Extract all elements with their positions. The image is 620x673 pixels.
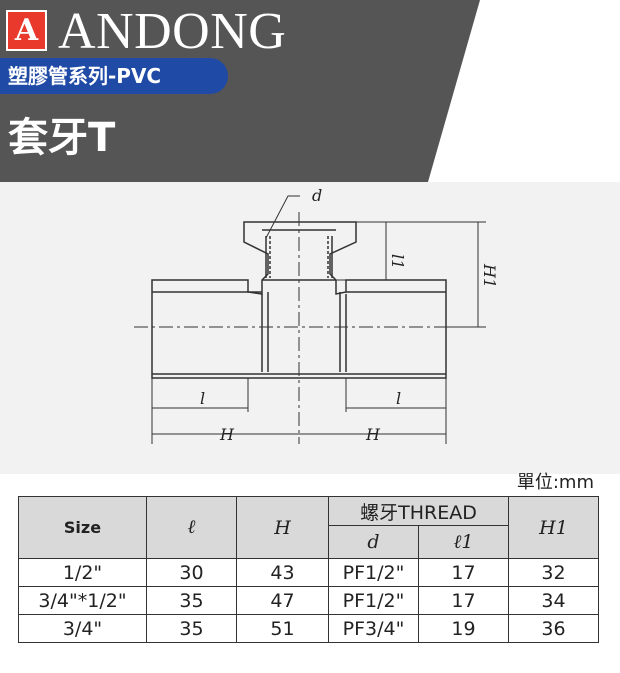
center-lines <box>134 212 476 444</box>
cell-H: 51 <box>236 614 329 643</box>
cell-l: 30 <box>146 558 237 587</box>
series-label: 塑膠管系列-PVC <box>8 64 162 88</box>
table-subheader-row: d ℓ1 <box>19 525 599 559</box>
header-size: Size <box>18 496 147 559</box>
brand-name: ANDONG <box>58 3 287 60</box>
label-H-left: H <box>219 425 235 444</box>
cell-d: PF1/2" <box>328 558 419 587</box>
label-l1: l1 <box>388 254 407 269</box>
cell-l1: 19 <box>417 614 510 643</box>
table-row: 3/4" 35 51 PF3/4" 19 36 <box>18 614 600 643</box>
header-H1: H1 <box>508 496 600 559</box>
cell-size: 3/4"*1/2" <box>18 586 147 615</box>
table-row: 3/4"*1/2" 35 47 PF1/2" 17 34 <box>18 586 600 615</box>
l-dimensions <box>151 378 447 444</box>
cell-H: 47 <box>236 586 329 615</box>
header-l1: ℓ1 <box>417 525 510 559</box>
cell-H1: 32 <box>508 558 600 587</box>
header-l: ℓ <box>146 496 237 559</box>
label-l-right: l <box>396 389 401 408</box>
label-H1: H1 <box>480 263 499 288</box>
product-title: 套牙T <box>8 115 116 161</box>
cell-H: 43 <box>236 558 329 587</box>
cell-d: PF1/2" <box>328 586 419 615</box>
header-thread: 螺牙THREAD <box>327 496 510 526</box>
unit-label: 單位:mm <box>516 472 594 493</box>
brand-logo: A <box>6 10 47 51</box>
cell-l: 35 <box>146 614 237 643</box>
table-header-row: Size ℓ H 螺牙THREAD H1 <box>18 496 600 559</box>
l1-dimension <box>336 221 392 281</box>
H1-dimension <box>356 221 486 328</box>
spec-table: Size ℓ H 螺牙THREAD H1 d ℓ1 1/2" 30 43 PF1… <box>18 496 600 643</box>
header-background <box>0 0 480 182</box>
header-banner: A ANDONG 塑膠管系列-PVC 套牙T <box>0 0 620 182</box>
label-l-left: l <box>200 389 205 408</box>
d-leader <box>265 195 300 239</box>
label-H-right: H <box>365 425 381 444</box>
header-d: d <box>328 525 419 559</box>
header-H: H <box>236 496 329 559</box>
cell-d: PF3/4" <box>328 614 419 643</box>
cell-l1: 17 <box>417 586 510 615</box>
label-d: d <box>312 186 322 205</box>
technical-drawing: d l1 H1 l l H H <box>0 182 620 474</box>
cell-H1: 36 <box>508 614 600 643</box>
tee-drawing: d l1 H1 l l H H <box>134 186 499 444</box>
series-badge: 塑膠管系列-PVC <box>0 58 228 94</box>
cell-l: 35 <box>146 586 237 615</box>
cell-l1: 17 <box>417 558 510 587</box>
cell-size: 1/2" <box>18 558 147 587</box>
cell-size: 3/4" <box>18 614 147 643</box>
logo-letter: A <box>14 12 39 48</box>
table-row: 1/2" 30 43 PF1/2" 17 32 <box>18 558 600 587</box>
cell-H1: 34 <box>508 586 600 615</box>
